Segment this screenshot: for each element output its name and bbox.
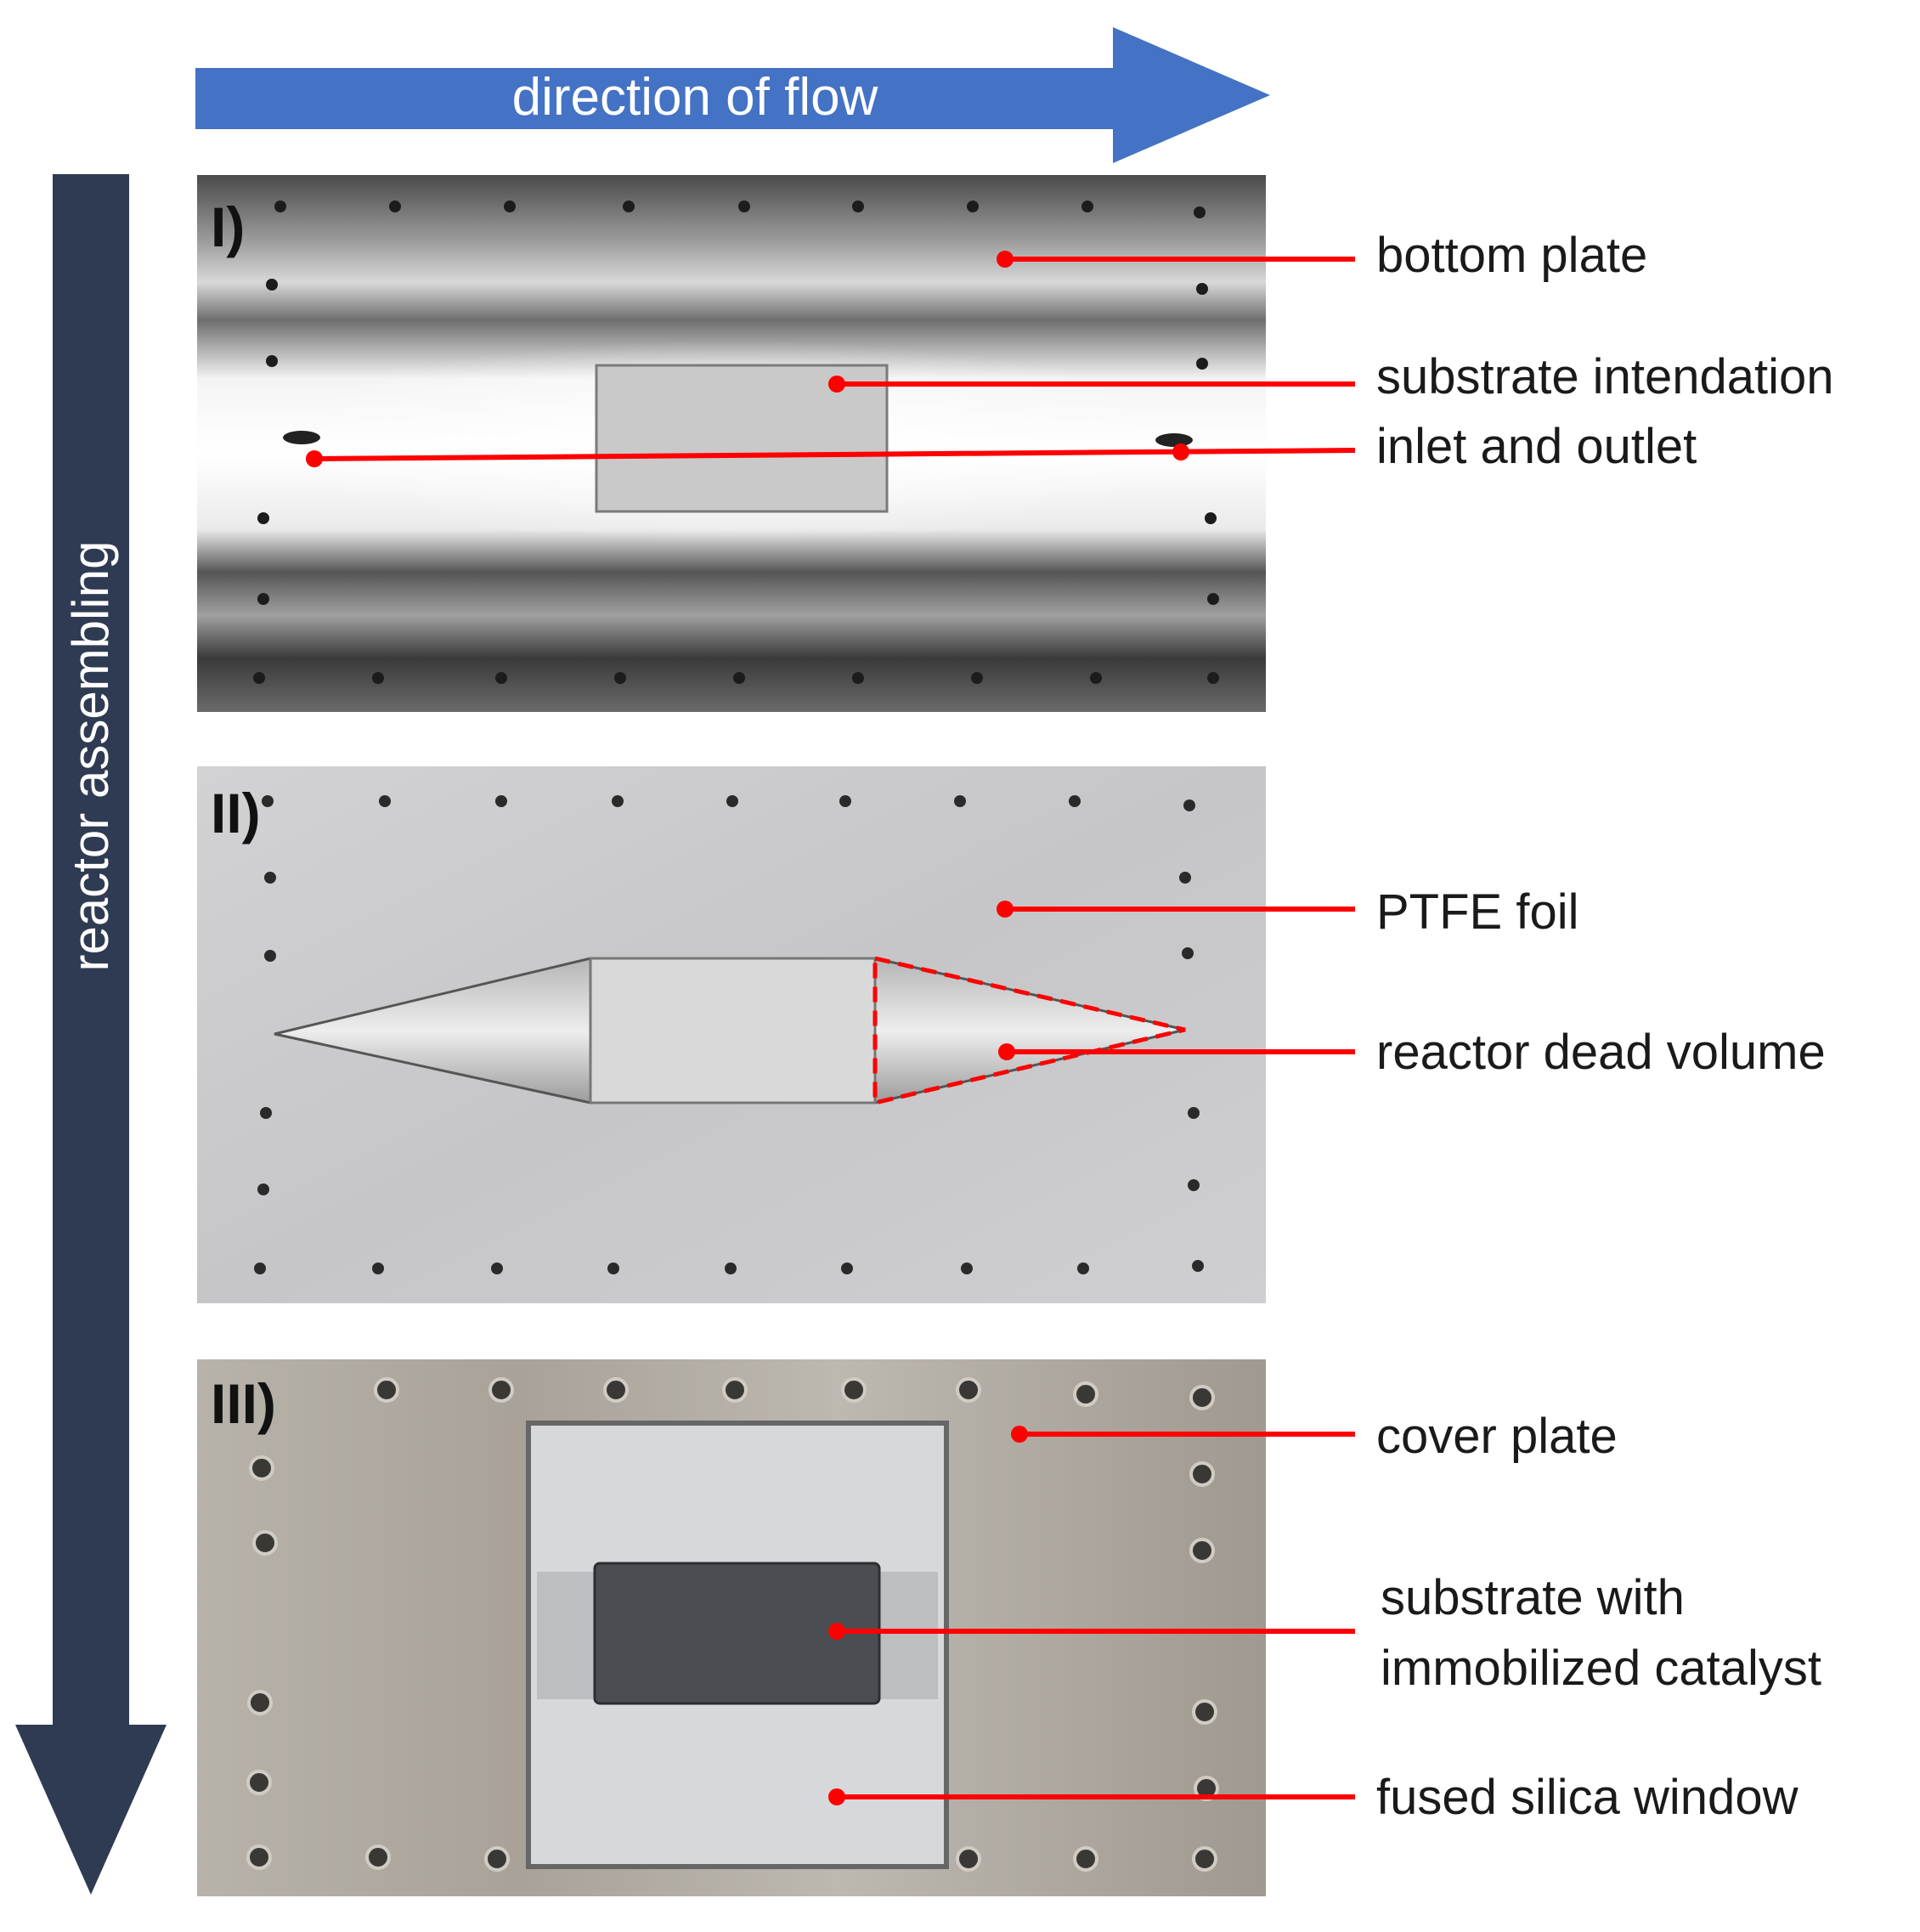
outlet-hole xyxy=(1155,433,1193,447)
ptfe-bolt-holes xyxy=(254,795,1204,1274)
pointer-dot-outlet xyxy=(1172,443,1189,460)
inlet-hole xyxy=(283,431,320,444)
pointer-dot-inlet xyxy=(306,450,323,467)
label-bottom-plate: bottom plate xyxy=(1376,228,1647,283)
pointer-dot-cover-plate xyxy=(1011,1426,1028,1443)
label-substrate-indentation: substrate intendation xyxy=(1376,349,1833,404)
panel-id-2: II) xyxy=(211,782,261,845)
dead-volume-outline xyxy=(872,955,1186,1106)
label-inlet-outlet: inlet and outlet xyxy=(1376,419,1697,474)
panel-cover-plate: III) xyxy=(197,1359,1266,1896)
label-silica-window: fused silica window xyxy=(1376,1770,1799,1825)
pointer-dot-substrate-catalyst xyxy=(828,1623,845,1640)
label-ptfe-foil: PTFE foil xyxy=(1376,884,1579,940)
panel-ptfe-foil: II) xyxy=(197,766,1266,1303)
ptfe-substrate-area xyxy=(589,957,877,1104)
pointer-dot-dead-volume xyxy=(998,1043,1015,1060)
assembly-arrow-shape xyxy=(15,174,167,1895)
pointer-dot-substrate-indentation xyxy=(828,376,845,393)
pointer-dot-bottom-plate xyxy=(997,251,1014,268)
flow-arrow-label: direction of flow xyxy=(512,68,878,127)
label-substrate-line1: substrate with xyxy=(1381,1570,1685,1625)
flow-arrow: direction of flow xyxy=(195,27,1270,163)
cover-plate-screws xyxy=(246,1377,1219,1872)
annotation-labels: bottom plate substrate intendation inlet… xyxy=(1376,228,1833,1825)
assembly-arrow: reactor assembling xyxy=(15,174,167,1895)
bottom-plate-bolt-holes xyxy=(253,201,1219,684)
label-substrate-line2: immobilized catalyst xyxy=(1381,1641,1821,1696)
flow-arrow-shape xyxy=(195,27,1270,163)
pointer-lines xyxy=(306,251,1356,1805)
label-cover-plate: cover plate xyxy=(1376,1409,1618,1464)
panel-id-3: III) xyxy=(211,1372,276,1435)
panel-bottom-plate: I) xyxy=(197,175,1266,712)
assembly-arrow-label: reactor assembling xyxy=(62,541,119,972)
panel-id-1: I) xyxy=(211,195,245,258)
pointer-dot-silica-window xyxy=(828,1788,845,1805)
pointer-dot-ptfe-foil xyxy=(997,901,1014,918)
label-dead-volume: reactor dead volume xyxy=(1376,1025,1826,1080)
